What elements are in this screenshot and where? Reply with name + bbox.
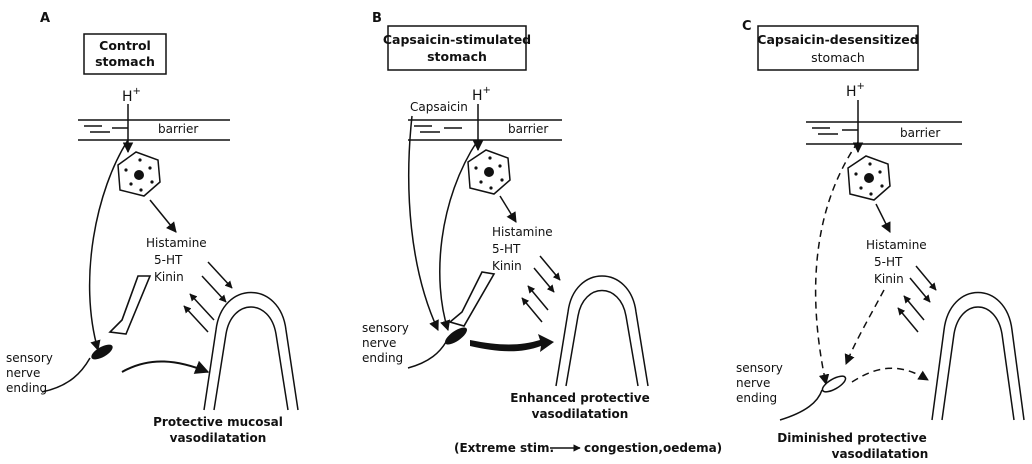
panel-letter-c: C [742,19,752,34]
nerve-label-a-1: sensory [6,351,53,365]
blood-vessel-outer-a [204,293,298,411]
blood-vessel-inner-b [566,291,638,387]
nerve-label-b-3: ending [362,351,403,365]
capsaicin-label-b: Capsaicin [410,100,468,114]
caption-c-line1: Diminished protective [777,431,927,445]
capsaicin-to-nerve-arrow-b [409,116,438,330]
mediator-to-vessel-arrow-b [522,298,542,322]
enhanced-nerve-to-vessel-arrow-b [470,334,554,352]
barrier-label-b: barrier [508,122,548,136]
cell-to-mediators-arrow-a [150,200,176,232]
mediator-to-vessel-arrow-c [904,296,924,320]
title-a-line1: Control [99,38,151,53]
mediator-to-vessel-arrow-b [534,268,554,292]
barrier-label-c: barrier [900,126,940,140]
blood-vessel-outer-b [556,276,648,386]
mediator-to-nerve-open-arrow-a [110,276,150,334]
nerve-label-c-2: nerve [736,376,770,390]
title-c-line1: Capsaicin-desensitized [757,32,918,47]
panel-letter-b: B [372,11,382,26]
mediator-to-vessel-arrow-b [540,256,560,280]
mediator-to-nerve-dashed-arrow-c [846,290,884,364]
title-b-line1: Capsaicin-stimulated [383,32,531,47]
mediator-to-vessel-arrow-b [528,286,548,310]
mediator-a-kinin: Kinin [154,270,184,284]
mediator-c-5ht: 5-HT [874,255,903,269]
panel-c: C Capsaicin-desensitized stomach H+ barr… [736,19,1024,461]
nerve-fiber-c [780,390,822,420]
mediator-to-vessel-arrow-a [208,262,232,288]
nerve-ending-a [89,342,115,363]
nerve-to-vessel-dashed-arrow-c [852,368,928,382]
caption-b-note-suffix: congestion,oedema) [584,441,722,455]
mediator-c-histamine: Histamine [866,238,927,252]
title-a-line2: stomach [95,54,155,69]
blood-vessel-inner-c [942,307,1014,420]
blood-vessel-outer-c [932,293,1024,421]
panel-letter-a: A [40,11,50,26]
mast-cell-c [848,156,890,200]
mast-cell-b [468,150,510,194]
title-b-line2: stomach [427,49,487,64]
nerve-label-a-3: ending [6,381,47,395]
nerve-label-c-1: sensory [736,361,783,375]
nerve-fiber-b [408,342,446,368]
mediator-b-5ht: 5-HT [492,242,521,256]
nerve-label-b-1: sensory [362,321,409,335]
nerve-label-c-3: ending [736,391,777,405]
h-plus-b: H+ [472,85,491,104]
mediator-a-5ht: 5-HT [154,253,183,267]
mediator-c-kinin: Kinin [874,272,904,286]
nerve-ending-b [442,324,469,347]
title-c-line2: stomach [811,50,865,65]
mediator-to-vessel-arrow-c [916,266,936,290]
mast-cell-a [118,152,160,196]
caption-b-line2: vasodilatation [532,407,629,421]
mediator-a-histamine: Histamine [146,236,207,250]
cell-to-mediators-arrow-b [500,196,516,222]
caption-b-line1: Enhanced protective [510,391,650,405]
h-plus-a: H+ [122,86,141,105]
caption-c-line2: vasodilatation [832,447,929,461]
mediator-to-vessel-arrow-c [898,308,918,332]
panel-b: B Capsaicin-stimulated stomach H+ Capsai… [362,11,722,455]
nerve-label-a-2: nerve [6,366,40,380]
mediator-to-vessel-arrow-a [202,276,226,302]
blood-vessel-inner-a [214,307,288,410]
nerve-label-b-2: nerve [362,336,396,350]
mediator-b-histamine: Histamine [492,225,553,239]
h-plus-c: H+ [846,81,865,100]
mediator-to-vessel-arrow-c [910,278,930,302]
barrier-label-a: barrier [158,122,198,136]
nerve-to-vessel-arrow-a [122,361,208,372]
mediator-b-kinin: Kinin [492,259,522,273]
caption-b-note-prefix: (Extreme stim. [454,441,554,455]
caption-a-line1: Protective mucosal [153,415,283,429]
cell-to-mediators-arrow-c [876,204,890,232]
panel-a: A Control stomach H+ barrier Histamine 5… [6,11,298,445]
caption-a-line2: vasodilatation [170,431,267,445]
mediator-to-nerve-open-arrow-b [450,272,494,326]
